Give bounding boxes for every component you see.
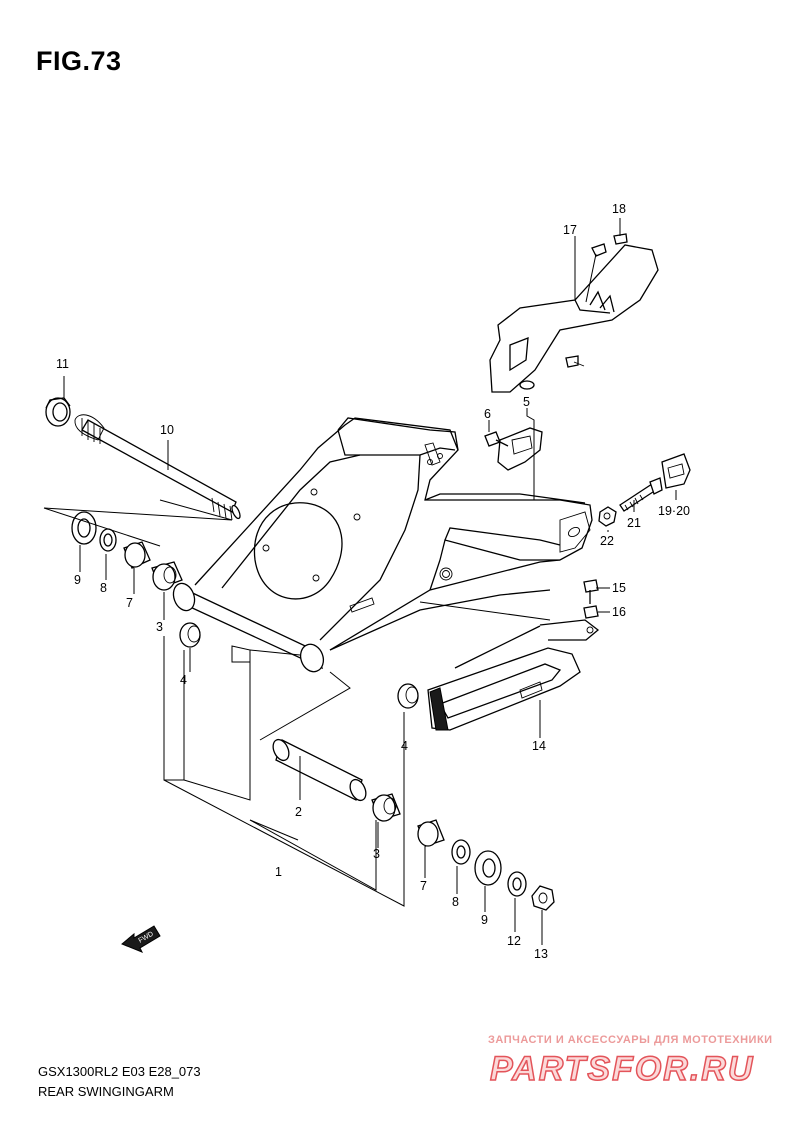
figure-title: FIG.73 [36,46,122,76]
callout-4-left: 4 [180,673,187,687]
bolt-and-nut [583,579,599,619]
chain-guard-bracket [484,427,543,471]
model-code: GSX1300RL2 E03 E28_073 [38,1064,201,1079]
pivot-nut [45,397,71,427]
pivot-shaft [74,414,241,521]
callout-11: 11 [56,357,69,371]
callout-7-right: 7 [420,879,427,893]
callout-12: 12 [507,934,521,948]
chain-guard [489,233,659,393]
callout-2: 2 [295,805,302,819]
figure-subtitle: REAR SWINGINGARM [38,1084,174,1099]
callout-16: 16 [612,605,626,619]
callout-6: 6 [484,407,491,421]
watermark-tagline: ЗАПЧАСТИ И АКСЕССУАРЫ ДЛЯ МОТОТЕХНИКИ [488,1034,773,1046]
callout-13: 13 [534,947,548,961]
callout-21: 21 [627,516,641,530]
chain-adjuster-parts [598,453,691,527]
callout-22: 22 [600,534,614,548]
callout-8-left: 8 [100,581,107,595]
callout-7-left: 7 [126,596,133,610]
swingarm-body [172,417,600,673]
fwd-direction-arrow: FWD [121,925,161,953]
callout-5: 5 [523,395,530,409]
callout-18: 18 [612,202,626,216]
callout-17: 17 [563,223,577,237]
chain-slider [427,647,581,731]
right-seals-bearings [272,683,555,911]
callout-labels: 1 2 3 3 4 4 5 6 7 7 8 8 9 9 10 11 12 13 … [56,202,690,961]
callout-9-right: 9 [481,913,488,927]
left-seals-bearings [71,511,201,648]
callout-15: 15 [612,581,626,595]
callout-14: 14 [532,739,546,753]
leader-lines [43,218,677,945]
callout-3-left: 3 [156,620,163,634]
callout-4-right: 4 [401,739,408,753]
watermark-brand-logo: PARTSFOR.RU [489,1049,755,1089]
callout-8-right: 8 [452,895,459,909]
callout-10: 10 [160,423,174,437]
callout-19-20: 19·20 [658,504,690,518]
callout-1: 1 [275,865,282,879]
callout-9-left: 9 [74,573,81,587]
callout-3-right: 3 [373,847,380,861]
